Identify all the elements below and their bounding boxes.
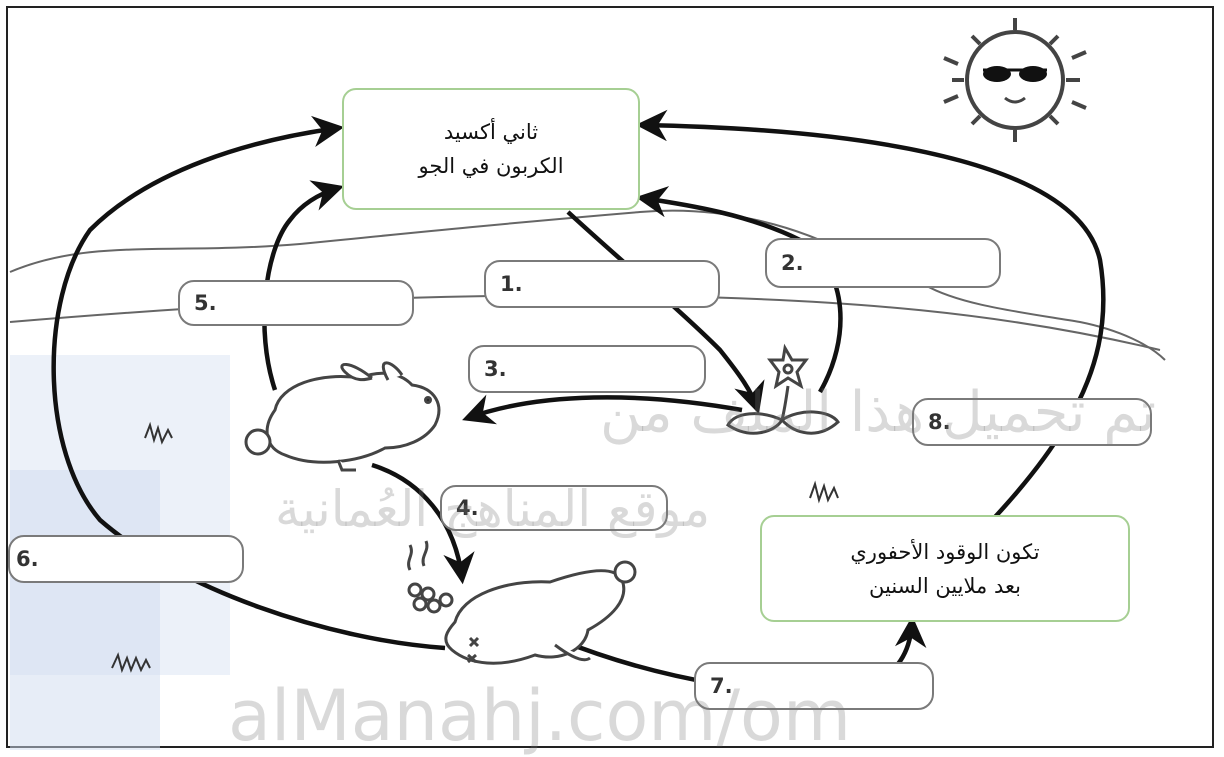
- label-number-1: 1.: [500, 272, 523, 296]
- arrow-3-icon: [462, 394, 743, 425]
- label-box-2[interactable]: 2.: [765, 238, 1001, 288]
- cycle-arrows: [51, 109, 1106, 695]
- rabbit-icon: [244, 361, 441, 472]
- watermark-site: alManahj.com/om: [228, 675, 852, 757]
- flower-icon: [726, 343, 840, 435]
- label-number-6: 6.: [16, 547, 39, 571]
- arrow-4-icon: [371, 462, 475, 585]
- label-number-7: 7.: [710, 674, 733, 698]
- watermark-logo: [10, 355, 230, 750]
- label-number-4: 4.: [456, 496, 479, 520]
- label-box-3[interactable]: 3.: [468, 345, 706, 393]
- label-number-2: 2.: [781, 251, 804, 275]
- watermark-line-1: تم تحميل هذا الملف من: [600, 380, 1157, 445]
- grass-tuft-icon: [111, 421, 839, 674]
- watermark-line-2: موقع المناهج العُمانية: [275, 480, 711, 538]
- label-number-3: 3.: [484, 357, 507, 381]
- label-number-8: 8.: [928, 410, 951, 434]
- arrow-5-icon: [262, 180, 345, 391]
- label-box-5[interactable]: 5.: [178, 280, 414, 326]
- dead-animal-icon: [407, 540, 637, 665]
- fossil-fuel-formation-box: تكون الوقود الأحفوري بعد ملايين السنين: [760, 515, 1130, 622]
- arrow-6-icon: [51, 115, 446, 651]
- label-box-8[interactable]: 8.: [912, 398, 1152, 446]
- label-box-6[interactable]: 6.: [8, 535, 244, 583]
- co2-line-2: الكربون في الجو: [418, 154, 564, 178]
- label-number-5: 5.: [194, 291, 217, 315]
- label-box-4[interactable]: 4.: [440, 485, 668, 531]
- fossil-line-2: بعد ملايين السنين: [869, 573, 1021, 598]
- label-box-1[interactable]: 1.: [484, 260, 720, 308]
- co2-in-atmosphere-box: ثاني أكسيد الكربون في الجو: [342, 88, 640, 210]
- arrow-8-icon: [635, 109, 1106, 602]
- co2-line-1: ثاني أكسيد: [443, 120, 539, 144]
- arrow-1-icon: [566, 210, 765, 415]
- label-box-7[interactable]: 7.: [694, 662, 934, 710]
- sun-with-sunglasses-icon: [943, 18, 1087, 142]
- fossil-line-1: تكون الوقود الأحفوري: [850, 539, 1040, 564]
